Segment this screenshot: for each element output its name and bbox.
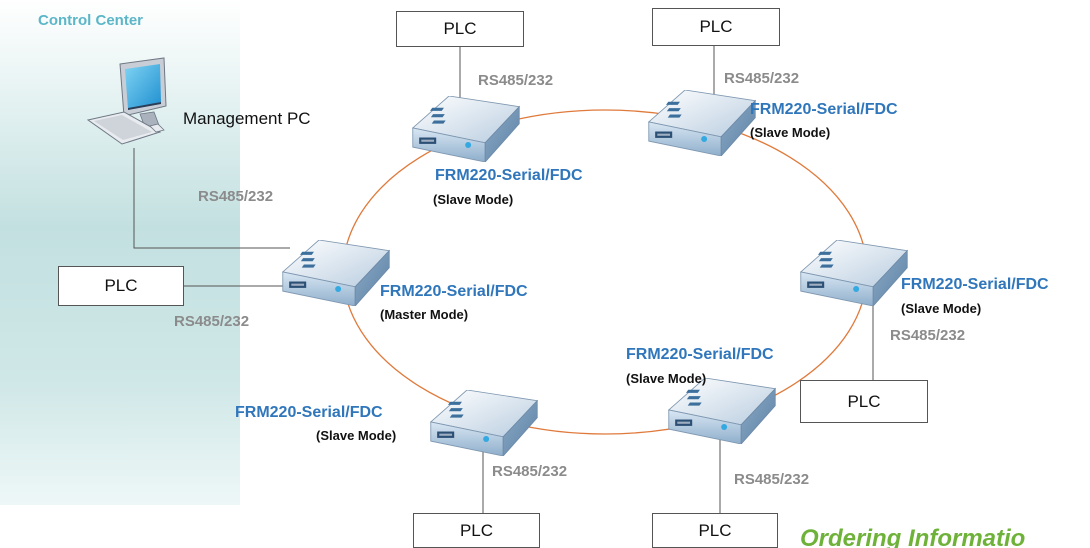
link-management-pc (133, 148, 290, 249)
device-mode: (Slave Mode) (750, 125, 831, 140)
link-label: RS485/232 (198, 188, 274, 205)
fiber-switch-icon[interactable] (430, 390, 538, 456)
device-mode: (Master Mode) (380, 307, 469, 322)
plc-right[interactable]: PLC (800, 380, 928, 423)
device-name: FRM220-Serial/FDC (235, 404, 383, 421)
fiber-switch-icon[interactable] (648, 90, 756, 156)
link-label: RS485/232 (724, 70, 800, 87)
device-name: FRM220-Serial/FDC (435, 167, 583, 184)
device-mode: (Slave Mode) (901, 301, 982, 316)
connection-lines (133, 46, 874, 513)
ordering-information-heading: Ordering Informatio (800, 525, 1026, 548)
device-mode: (Slave Mode) (626, 371, 707, 386)
plc-bottom-left[interactable]: PLC (413, 513, 540, 548)
plc-top-right[interactable]: PLC (652, 8, 780, 46)
fiber-ring (342, 109, 868, 435)
fiber-switch-icon[interactable] (668, 378, 776, 444)
link-label: RS485/232 (174, 313, 250, 330)
plc-left[interactable]: PLC (58, 266, 184, 306)
control-center-panel (0, 0, 240, 505)
link-label: RS485/232 (734, 471, 810, 488)
plc-top-left[interactable]: PLC (396, 11, 524, 47)
link-label: RS485/232 (492, 463, 568, 480)
computer-icon[interactable] (86, 57, 167, 145)
device-name: FRM220-Serial/FDC (901, 276, 1049, 293)
device-mode: (Slave Mode) (433, 192, 514, 207)
link-label: RS485/232 (478, 72, 554, 89)
device-name: FRM220-Serial/FDC (750, 101, 898, 118)
panel-title: Control Center (38, 12, 143, 29)
link-label: RS485/232 (890, 327, 966, 344)
device-mode: (Slave Mode) (316, 428, 397, 443)
fiber-switch-icon[interactable] (282, 240, 390, 306)
fiber-switch-icon[interactable] (800, 240, 908, 306)
device-name: FRM220-Serial/FDC (626, 346, 774, 363)
plc-bottom-right[interactable]: PLC (652, 513, 778, 548)
device-name: FRM220-Serial/FDC (380, 283, 528, 300)
management-pc-label: Management PC (183, 109, 311, 128)
